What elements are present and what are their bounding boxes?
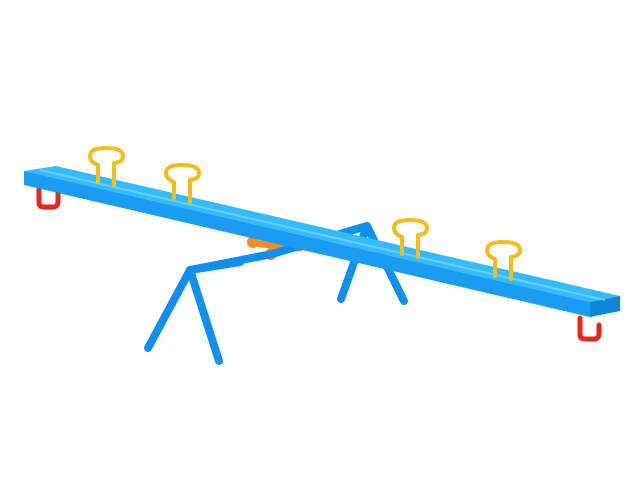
footrests (36, 183, 602, 342)
frame-front-leg-left (144, 266, 194, 352)
handle-4 (485, 240, 522, 281)
footrest-left (36, 183, 61, 210)
handle-3 (392, 218, 429, 259)
plank (24, 166, 620, 317)
frame-front-leg-right (186, 266, 223, 365)
handle-2 (164, 163, 201, 204)
plank-end (590, 296, 620, 317)
footrest-right (577, 315, 602, 342)
frame-front-joint (186, 258, 244, 274)
handle-1 (88, 146, 125, 187)
handles (88, 146, 522, 281)
support-frame-front-legs (144, 258, 244, 365)
plank-highlight (39, 169, 606, 301)
plank-front (24, 171, 590, 317)
